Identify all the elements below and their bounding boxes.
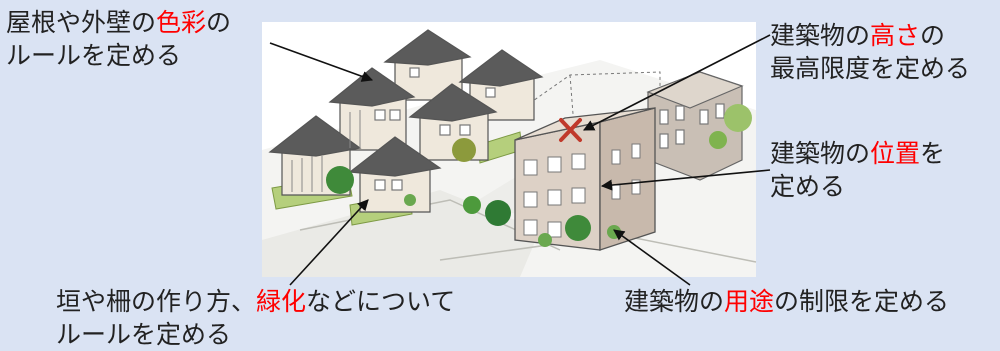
arrow-roof-wall-color — [269, 42, 374, 82]
emphasis-position: 位置 — [870, 139, 921, 168]
arrow-building-use — [613, 229, 691, 286]
arrow-fence-greening — [289, 199, 369, 286]
label-building-position: 建築物の位置を 定める — [770, 139, 946, 201]
x-mark-icon — [559, 118, 582, 142]
tall-building — [646, 71, 744, 181]
label-building-height: 建築物の高さの 最高限度を定める — [770, 21, 971, 83]
emphasis-greening: 緑化 — [256, 287, 307, 316]
arrow-building-position — [600, 169, 771, 191]
label-roof-wall-color: 屋根や外壁の色彩の ルールを定める — [6, 8, 232, 70]
label-building-use: 建築物の用途の制限を定める — [624, 287, 950, 316]
emphasis-use: 用途 — [724, 287, 775, 316]
emphasis-height: 高さ — [870, 21, 921, 50]
arrow-building-height — [583, 34, 771, 131]
houses — [268, 29, 544, 213]
emphasis-color: 色彩 — [156, 8, 207, 37]
trees — [326, 104, 752, 247]
leader-arrows — [269, 34, 771, 286]
label-fence-greening: 垣や柵の作り方、緑化などについて ルールを定める — [56, 287, 456, 349]
